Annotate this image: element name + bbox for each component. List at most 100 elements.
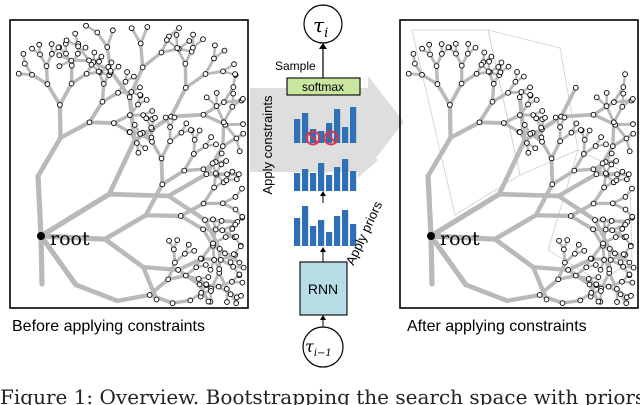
tree-node — [571, 167, 578, 174]
tree-node — [592, 262, 599, 268]
tree-node — [104, 44, 111, 50]
branch — [57, 81, 74, 107]
tree-node — [182, 84, 189, 91]
tree-node — [200, 36, 206, 43]
tree-node — [476, 119, 483, 126]
tree-node — [625, 171, 632, 178]
right-tree-nodes — [405, 40, 637, 307]
tree-node — [202, 262, 209, 268]
softmax-label: softmax — [302, 80, 344, 94]
tree-node — [190, 44, 196, 51]
tree-node — [218, 150, 225, 157]
tree-node — [485, 68, 492, 75]
bar — [326, 123, 333, 143]
branch — [425, 135, 453, 179]
tree-node — [110, 27, 116, 34]
branch — [44, 64, 50, 86]
tree-node — [95, 68, 102, 75]
bar — [302, 113, 309, 143]
tree-node — [124, 69, 130, 75]
tree-node — [562, 259, 568, 266]
tree-node — [220, 119, 227, 126]
tree-node — [628, 292, 634, 299]
tree-node — [611, 99, 617, 106]
tree-node — [603, 103, 610, 109]
tree-node — [603, 90, 610, 96]
tree-node — [171, 114, 178, 121]
branch — [448, 120, 482, 140]
left-tree-panel: root — [9, 19, 249, 309]
tree-node — [572, 272, 579, 279]
tree-node — [198, 289, 205, 296]
branch — [572, 167, 596, 173]
tree-node — [200, 200, 207, 207]
tree-node — [593, 94, 600, 101]
left-panel-frame — [9, 19, 249, 309]
tree-node — [135, 101, 141, 108]
tree-node — [516, 94, 523, 100]
figure-caption: Figure 1: Overview. Bootstrapping the se… — [0, 385, 640, 405]
tree-node — [590, 111, 597, 118]
tree-node — [221, 99, 227, 106]
tree-node — [212, 42, 218, 49]
branch — [572, 152, 586, 173]
branch — [112, 121, 132, 134]
tree-node — [505, 63, 512, 70]
rnn-box — [299, 261, 348, 316]
branch — [447, 102, 453, 140]
tree-node — [419, 45, 425, 52]
tree-node — [587, 255, 594, 262]
tree-node — [162, 114, 169, 121]
tree-node — [177, 213, 184, 219]
branch — [170, 298, 193, 305]
branch — [568, 201, 596, 218]
tree-node — [607, 256, 614, 263]
tree-node — [609, 143, 616, 150]
tree-node — [165, 276, 172, 283]
tree-node — [191, 247, 198, 254]
tree-node — [98, 53, 105, 60]
tree-node — [96, 58, 102, 65]
tree-node — [127, 112, 133, 118]
branch — [105, 28, 115, 49]
tree-node — [200, 226, 206, 233]
tree-node — [133, 140, 140, 146]
branch — [223, 123, 238, 140]
tree-node — [505, 89, 511, 96]
tree-node — [37, 51, 43, 58]
tree-node — [239, 213, 246, 220]
tree-node — [495, 64, 502, 70]
branch — [139, 25, 149, 45]
bar — [318, 220, 325, 246]
tree-node — [606, 266, 613, 272]
tree-node — [233, 135, 240, 142]
branch — [143, 213, 183, 219]
tree-node — [580, 151, 587, 157]
tree-node — [555, 276, 562, 283]
tree-node — [539, 108, 546, 114]
tree-node — [213, 90, 220, 96]
tree-node — [556, 237, 562, 244]
tree-node — [622, 206, 629, 213]
tree-node — [183, 120, 190, 127]
branch — [435, 82, 452, 107]
tree-node — [578, 127, 584, 133]
tree-node — [410, 50, 417, 57]
bar — [294, 218, 301, 246]
tree-node — [438, 51, 445, 57]
tree-node — [15, 70, 22, 77]
branch — [102, 236, 146, 270]
tree-node — [208, 134, 214, 140]
rnn-label: RNN — [308, 281, 338, 297]
tree-node — [627, 243, 634, 250]
bar — [342, 127, 349, 143]
branch — [540, 140, 554, 161]
tree-node — [405, 70, 412, 77]
tree-node — [68, 80, 75, 87]
bar — [350, 107, 357, 143]
tree-node — [517, 112, 523, 118]
tree-node — [55, 44, 62, 51]
branch — [533, 182, 555, 218]
forbidden-marks — [305, 130, 339, 146]
